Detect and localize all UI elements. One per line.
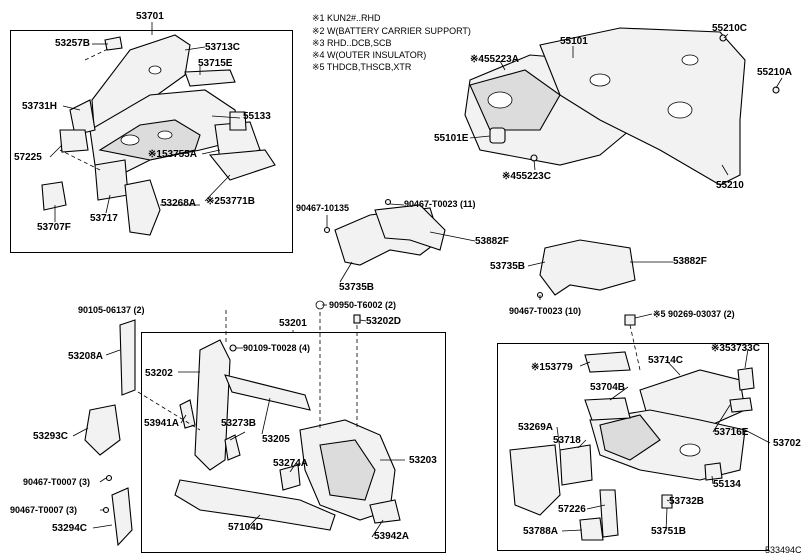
label-53702[interactable]: 53702 bbox=[773, 438, 801, 449]
label-53208a[interactable]: 53208A bbox=[68, 351, 104, 362]
label-53718[interactable]: 53718 bbox=[553, 435, 581, 446]
label-90269-03037[interactable]: ※5 90269-03037 (2) bbox=[653, 309, 735, 319]
label-55210a[interactable]: 55210A bbox=[757, 67, 793, 78]
label-53735b-1[interactable]: 53735B bbox=[339, 282, 375, 293]
label-53205[interactable]: 53205 bbox=[262, 434, 290, 445]
label-53755a[interactable]: ※153755A bbox=[148, 149, 197, 160]
label-55223a[interactable]: ※455223A bbox=[470, 54, 519, 65]
label-53202[interactable]: 53202 bbox=[145, 368, 173, 379]
label-53779[interactable]: ※153779 bbox=[531, 362, 573, 373]
apron-assembly-right bbox=[509, 314, 755, 541]
label-53274a[interactable]: 53274A bbox=[273, 458, 309, 469]
label-90950-t6002[interactable]: 90950-T6002 (2) bbox=[329, 300, 397, 310]
label-53269a[interactable]: 53269A bbox=[518, 422, 554, 433]
label-90467-t0007-a[interactable]: 90467-T0007 (3) bbox=[23, 477, 91, 487]
label-53715e[interactable]: 53715E bbox=[198, 58, 233, 69]
label-53717[interactable]: 53717 bbox=[90, 213, 118, 224]
note-5: ※5 THDCB,THSCB,XTR bbox=[312, 62, 412, 72]
label-53882f-1[interactable]: 53882F bbox=[475, 236, 509, 247]
label-53751b[interactable]: 53751B bbox=[651, 526, 687, 537]
label-53268a[interactable]: 53268A bbox=[161, 198, 197, 209]
label-53732b[interactable]: 53732B bbox=[669, 496, 705, 507]
label-55101[interactable]: 55101 bbox=[560, 36, 588, 47]
label-90467-t0007-b[interactable]: 90467-T0007 (3) bbox=[10, 505, 78, 515]
note-3: ※3 RHD..DCB,SCB bbox=[312, 38, 392, 48]
label-55210c[interactable]: 55210C bbox=[712, 23, 748, 34]
label-53294c[interactable]: 53294C bbox=[52, 523, 88, 534]
label-53257b[interactable]: 53257B bbox=[55, 38, 91, 49]
note-4: ※4 W(OUTER INSULATOR) bbox=[312, 50, 427, 60]
label-53733c[interactable]: ※353733C bbox=[711, 343, 760, 354]
diagram-id: 533494C bbox=[765, 545, 802, 555]
label-57225[interactable]: 57225 bbox=[14, 152, 42, 163]
label-53942a[interactable]: 53942A bbox=[374, 531, 410, 542]
label-90467-t0023-10[interactable]: 90467-T0023 (10) bbox=[509, 306, 582, 316]
group-frame-53702 bbox=[497, 343, 769, 551]
fender-liners bbox=[323, 198, 636, 299]
label-90467-10135[interactable]: 90467-10135 bbox=[296, 203, 350, 213]
group-frame-53701 bbox=[10, 30, 293, 253]
label-55133[interactable]: 55133 bbox=[243, 111, 271, 122]
radiator-support-assembly bbox=[84, 300, 401, 547]
label-53704b[interactable]: 53704B bbox=[590, 382, 626, 393]
label-53941a[interactable]: 53941A bbox=[144, 418, 180, 429]
label-53731h[interactable]: 53731H bbox=[22, 101, 58, 112]
label-90109-t0028[interactable]: 90109-T0028 (4) bbox=[243, 343, 311, 353]
label-90105-06137[interactable]: 90105-06137 (2) bbox=[78, 305, 145, 315]
label-90467-t0023-11[interactable]: 90467-T0023 (11) bbox=[404, 199, 476, 209]
label-53714c[interactable]: 53714C bbox=[648, 355, 684, 366]
label-53203[interactable]: 53203 bbox=[409, 455, 437, 466]
label-55134[interactable]: 55134 bbox=[713, 479, 741, 490]
label-57104d[interactable]: 57104D bbox=[228, 522, 264, 533]
note-2: ※2 W(BATTERY CARRIER SUPPORT) bbox=[312, 26, 471, 36]
label-55210[interactable]: 55210 bbox=[716, 180, 744, 191]
leader-lines bbox=[49, 22, 783, 538]
label-57226[interactable]: 57226 bbox=[558, 504, 586, 515]
label-53273b[interactable]: 53273B bbox=[221, 418, 257, 429]
label-53716e[interactable]: 53716E bbox=[714, 427, 749, 438]
note-1: ※1 KUN2#..RHD bbox=[312, 13, 381, 23]
label-53713c[interactable]: 53713C bbox=[205, 42, 241, 53]
label-53701[interactable]: 53701 bbox=[136, 11, 164, 22]
label-53201[interactable]: 53201 bbox=[279, 318, 307, 329]
label-53788a[interactable]: 53788A bbox=[523, 526, 559, 537]
apron-assembly-left bbox=[41, 34, 276, 236]
label-55101e[interactable]: 55101E bbox=[434, 133, 469, 144]
dash-panel-assembly bbox=[464, 27, 780, 186]
label-55223c[interactable]: ※455223C bbox=[502, 171, 551, 182]
label-53707f[interactable]: 53707F bbox=[37, 222, 71, 233]
group-frame-53201 bbox=[141, 332, 446, 553]
label-53882f-2[interactable]: 53882F bbox=[673, 256, 707, 267]
label-53202d[interactable]: 53202D bbox=[366, 316, 402, 327]
label-53735b-2[interactable]: 53735B bbox=[490, 261, 526, 272]
label-53293c[interactable]: 53293C bbox=[33, 431, 69, 442]
label-53771b[interactable]: ※253771B bbox=[206, 196, 255, 207]
